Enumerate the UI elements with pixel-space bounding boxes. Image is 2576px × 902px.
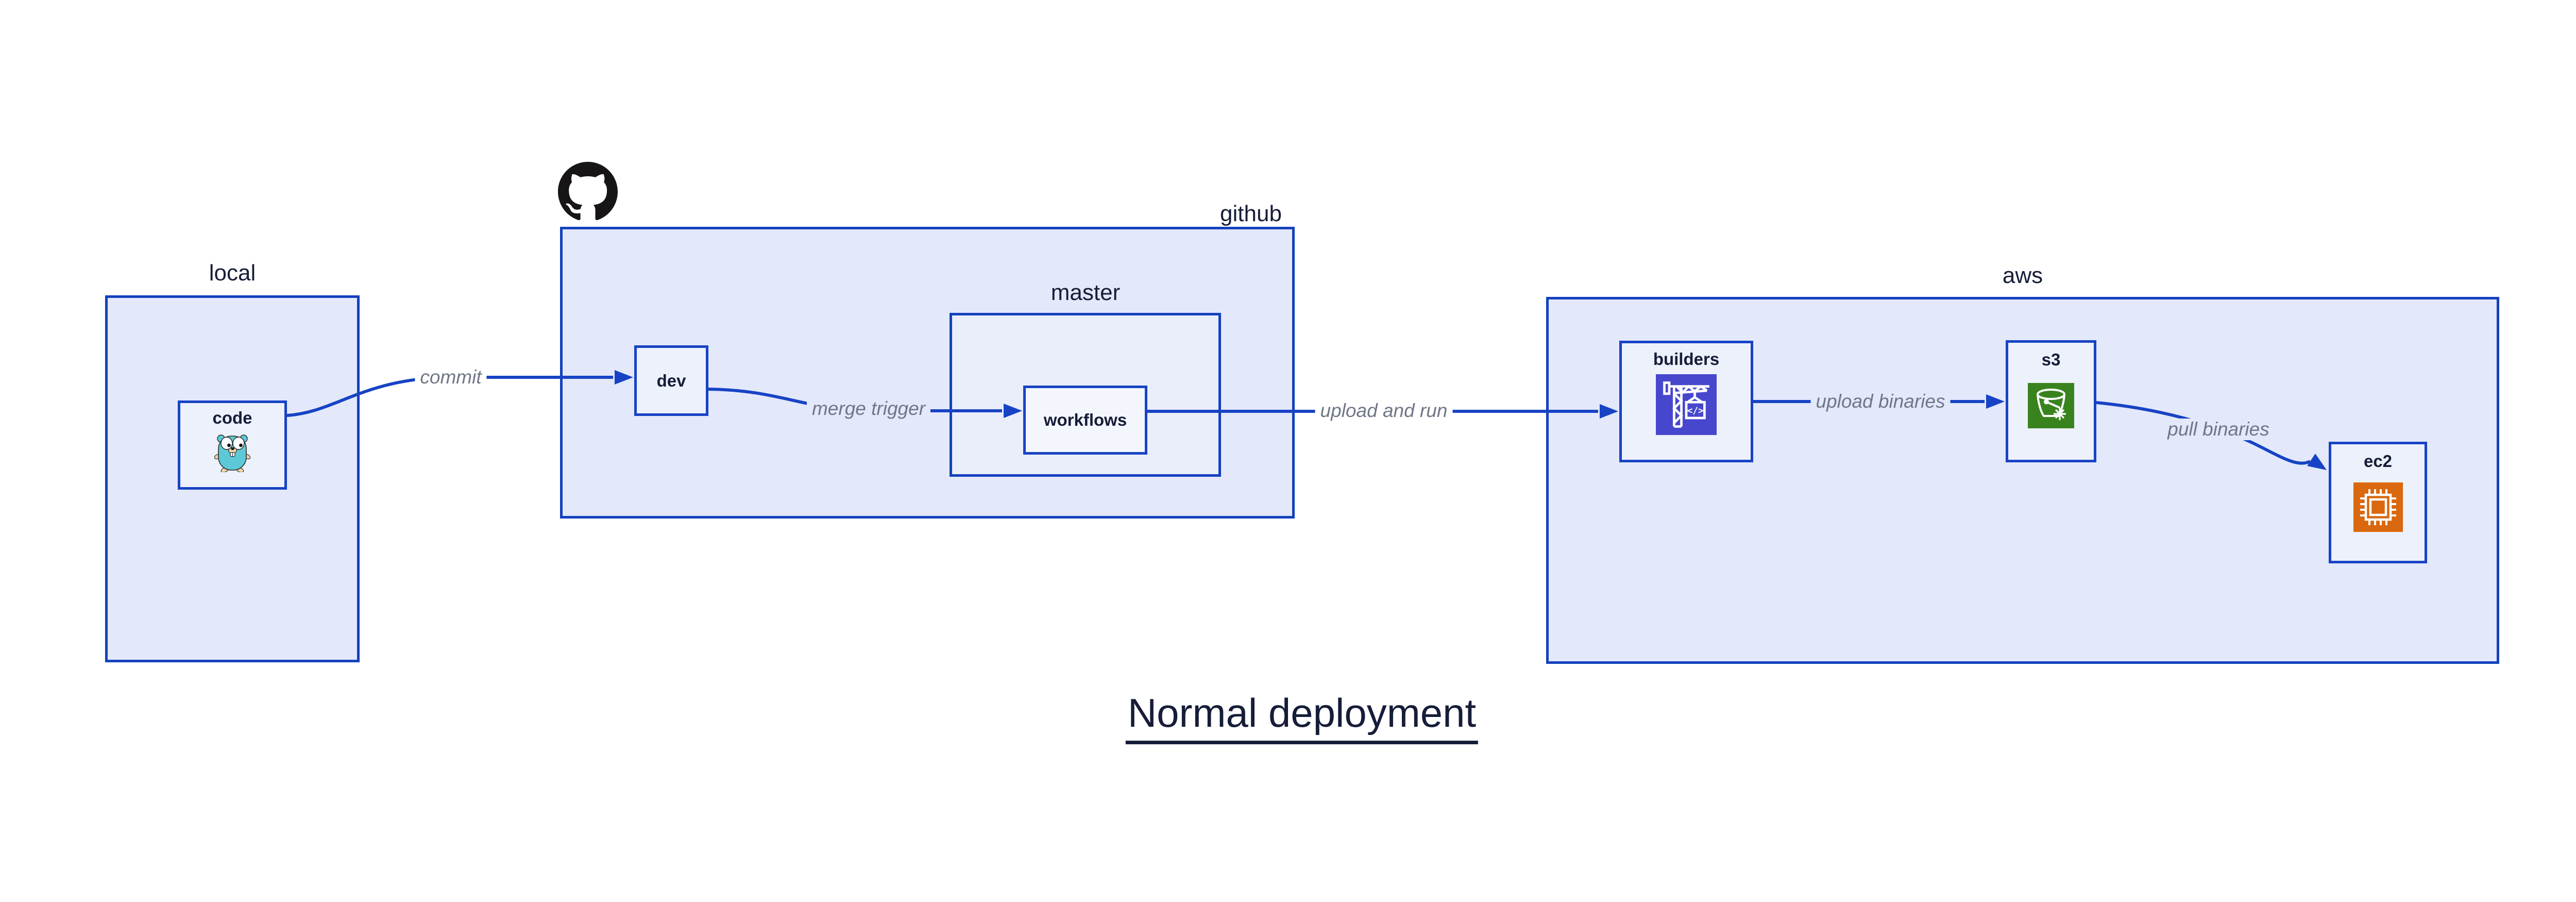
node-ec2: ec2: [2329, 442, 2427, 563]
s3-glacier-bucket-icon: [2028, 383, 2074, 431]
arrowhead-merge-trigger: [1004, 404, 1022, 418]
node-ec2-label: ec2: [2363, 452, 2393, 471]
arrowhead-upload-and-run: [1600, 404, 1618, 419]
node-s3-label: s3: [2041, 350, 2061, 369]
arrowhead-pull-binaries: [2307, 454, 2327, 470]
ec2-chip-icon: [2353, 482, 2403, 534]
node-dev: dev: [634, 345, 708, 416]
node-code-label: code: [212, 408, 252, 427]
arrowhead-upload-binaries: [1986, 394, 2005, 409]
edge-label-pull-binaries: pull binaries: [2162, 419, 2275, 440]
edge-label-upload-binaries: upload binaries: [1810, 391, 1951, 412]
aws-container-label: aws: [2002, 263, 2043, 288]
edge-label-upload-and-run: upload and run: [1315, 400, 1453, 422]
node-s3: s3: [2006, 340, 2096, 462]
master-container-label: master: [1050, 280, 1121, 305]
diagram-title: Normal deployment: [1125, 690, 1479, 744]
node-builders: builders </>: [1619, 341, 1753, 462]
node-workflows: workflows: [1023, 386, 1147, 455]
go-gopher-icon: [214, 432, 251, 475]
node-code: code: [178, 400, 287, 490]
arrowhead-commit: [615, 370, 633, 385]
edge-label-merge-trigger: merge trigger: [806, 398, 931, 420]
svg-text:</>: </>: [1687, 406, 1704, 416]
github-container-label: github: [1220, 201, 1282, 226]
node-builders-label: builders: [1653, 349, 1720, 369]
node-workflows-label: workflows: [1043, 410, 1127, 429]
node-dev-label: dev: [656, 371, 686, 390]
github-octocat-icon: [558, 162, 618, 224]
edge-label-commit: commit: [415, 366, 487, 388]
codebuild-crane-icon: </>: [1656, 374, 1717, 438]
local-container-label: local: [209, 260, 256, 286]
